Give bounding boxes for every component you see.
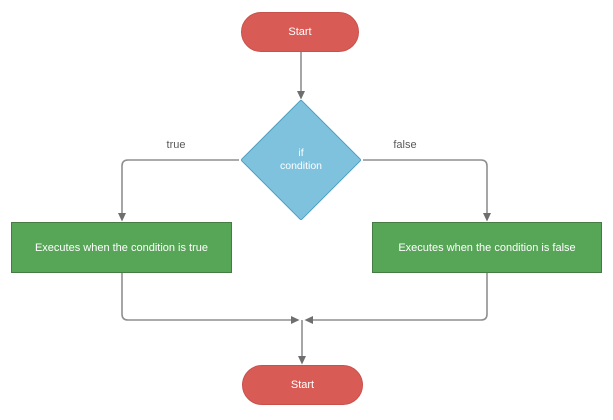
end-terminal: Start (242, 365, 363, 405)
process-box-true: Executes when the condition is true (11, 222, 232, 273)
start-terminal: Start (241, 12, 359, 52)
edge-label-false: false (393, 139, 417, 151)
arrowhead-into-end (298, 356, 306, 365)
edge-false-branch (363, 159, 488, 214)
edge-false-to-merge (313, 273, 488, 321)
decision-label-line2: condition (279, 160, 323, 173)
edge-true-branch (121, 159, 239, 214)
end-terminal-label: Start (290, 379, 315, 391)
decision-label-line1: if (298, 147, 304, 159)
arrowhead-into-false-box (483, 213, 491, 222)
edge-label-true: true (166, 139, 186, 151)
arrowhead-into-true-box (118, 213, 126, 222)
process-true-label: Executes when the condition is true (34, 241, 209, 254)
arrowhead-merge-from-left (291, 316, 300, 324)
edge-true-to-merge (121, 273, 291, 321)
process-box-false: Executes when the condition is false (372, 222, 602, 273)
start-terminal-label: Start (288, 26, 312, 38)
arrowhead-merge-from-right (304, 316, 313, 324)
process-false-label: Executes when the condition is false (398, 241, 576, 254)
decision-label: if condition (251, 147, 351, 173)
arrowhead-into-decision (297, 91, 305, 100)
